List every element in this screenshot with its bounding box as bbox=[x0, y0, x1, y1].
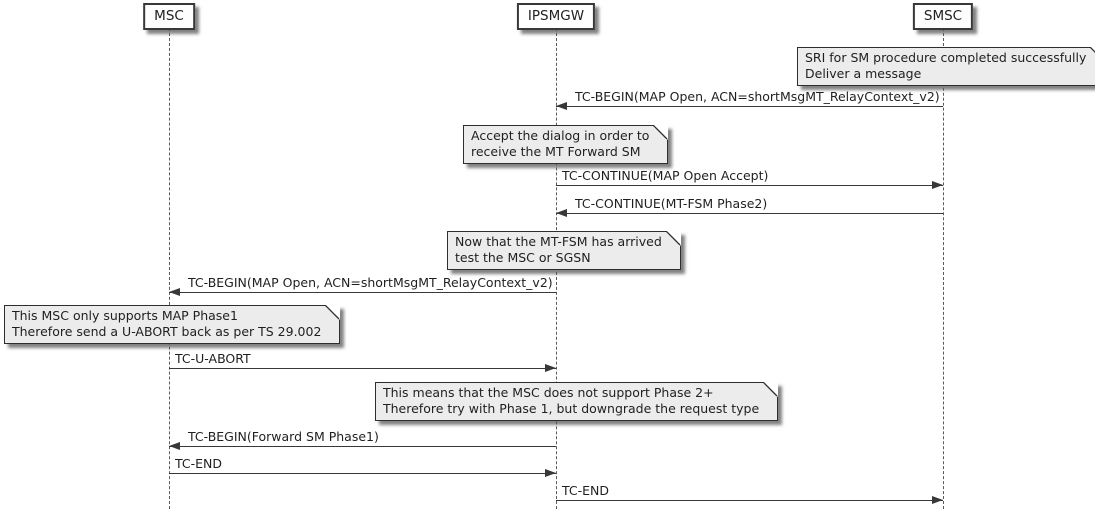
note-fold-icon bbox=[653, 125, 669, 140]
note-line: Therefore try with Phase 1, but downgrad… bbox=[383, 401, 760, 416]
arrowhead-right-icon bbox=[545, 364, 556, 372]
message-tc-begin-relaycontext-to-ipsmgw: TC-BEGIN(MAP Open, ACN=shortMsgMT_RelayC… bbox=[556, 89, 943, 113]
message-label: TC-CONTINUE(MAP Open Accept) bbox=[562, 168, 769, 183]
message-label: TC-U-ABORT bbox=[175, 351, 251, 366]
message-line bbox=[556, 106, 943, 107]
message-label: TC-BEGIN(MAP Open, ACN=shortMsgMT_RelayC… bbox=[575, 89, 940, 104]
message-line bbox=[169, 446, 556, 447]
message-label: TC-END bbox=[175, 456, 223, 471]
message-label: TC-CONTINUE(MT-FSM Phase2) bbox=[575, 196, 768, 211]
note-line: test the MSC or SGSN bbox=[455, 250, 591, 265]
message-line bbox=[556, 185, 943, 186]
message-tc-continue-mtfsm-phase2: TC-CONTINUE(MT-FSM Phase2) bbox=[556, 196, 943, 220]
note-msc-phase1-only: This MSC only supports MAP Phase1 Theref… bbox=[4, 305, 341, 344]
arrowhead-left-icon bbox=[556, 102, 567, 110]
note-line: SRI for SM procedure completed successfu… bbox=[805, 50, 1087, 65]
note-line: Accept the dialog in order to bbox=[471, 128, 650, 143]
note-line: Now that the MT-FSM has arrived bbox=[455, 234, 662, 249]
note-line: Deliver a message bbox=[805, 66, 922, 81]
lifeline-msc bbox=[169, 28, 170, 509]
note-fold-icon bbox=[325, 305, 341, 320]
message-tc-u-abort: TC-U-ABORT bbox=[169, 351, 556, 375]
note-fold-icon bbox=[763, 382, 779, 397]
message-tc-end-ipsmgw-to-smsc: TC-END bbox=[556, 483, 943, 507]
arrowhead-left-icon bbox=[556, 209, 567, 217]
participant-msc: MSC bbox=[143, 3, 195, 30]
message-label: TC-BEGIN(MAP Open, ACN=shortMsgMT_RelayC… bbox=[188, 275, 553, 290]
note-line: This MSC only supports MAP Phase1 bbox=[12, 308, 238, 323]
note-sri-procedure: SRI for SM procedure completed successfu… bbox=[797, 47, 1095, 86]
message-tc-end-msc-to-ipsmgw: TC-END bbox=[169, 456, 556, 480]
note-accept-dialog: Accept the dialog in order to receive th… bbox=[463, 125, 669, 164]
message-tc-continue-map-open-accept: TC-CONTINUE(MAP Open Accept) bbox=[556, 168, 943, 192]
note-downgrade-request: This means that the MSC does not support… bbox=[375, 382, 779, 421]
note-fold-icon bbox=[665, 231, 681, 246]
message-line bbox=[169, 292, 556, 293]
message-label: TC-BEGIN(Forward SM Phase1) bbox=[188, 429, 379, 444]
arrowhead-right-icon bbox=[545, 469, 556, 477]
message-line bbox=[169, 473, 556, 474]
note-mtfsm-arrived: Now that the MT-FSM has arrived test the… bbox=[447, 231, 681, 270]
message-line bbox=[556, 500, 943, 501]
arrowhead-left-icon bbox=[169, 442, 180, 450]
arrowhead-right-icon bbox=[932, 181, 943, 189]
note-line: This means that the MSC does not support… bbox=[383, 385, 714, 400]
message-tc-begin-relaycontext-to-msc: TC-BEGIN(MAP Open, ACN=shortMsgMT_RelayC… bbox=[169, 275, 556, 299]
lifeline-smsc bbox=[943, 28, 944, 509]
participant-smsc: SMSC bbox=[912, 3, 974, 30]
message-line bbox=[169, 368, 556, 369]
note-line: Therefore send a U-ABORT back as per TS … bbox=[12, 324, 322, 339]
message-tc-begin-forward-sm-phase1: TC-BEGIN(Forward SM Phase1) bbox=[169, 429, 556, 453]
participant-ipsmgw: IPSMGW bbox=[516, 3, 596, 30]
arrowhead-right-icon bbox=[932, 496, 943, 504]
note-fold-icon bbox=[1090, 47, 1095, 53]
message-label: TC-END bbox=[562, 483, 610, 498]
message-line bbox=[556, 213, 943, 214]
arrowhead-left-icon bbox=[169, 288, 180, 296]
note-line: receive the MT Forward SM bbox=[471, 144, 641, 159]
